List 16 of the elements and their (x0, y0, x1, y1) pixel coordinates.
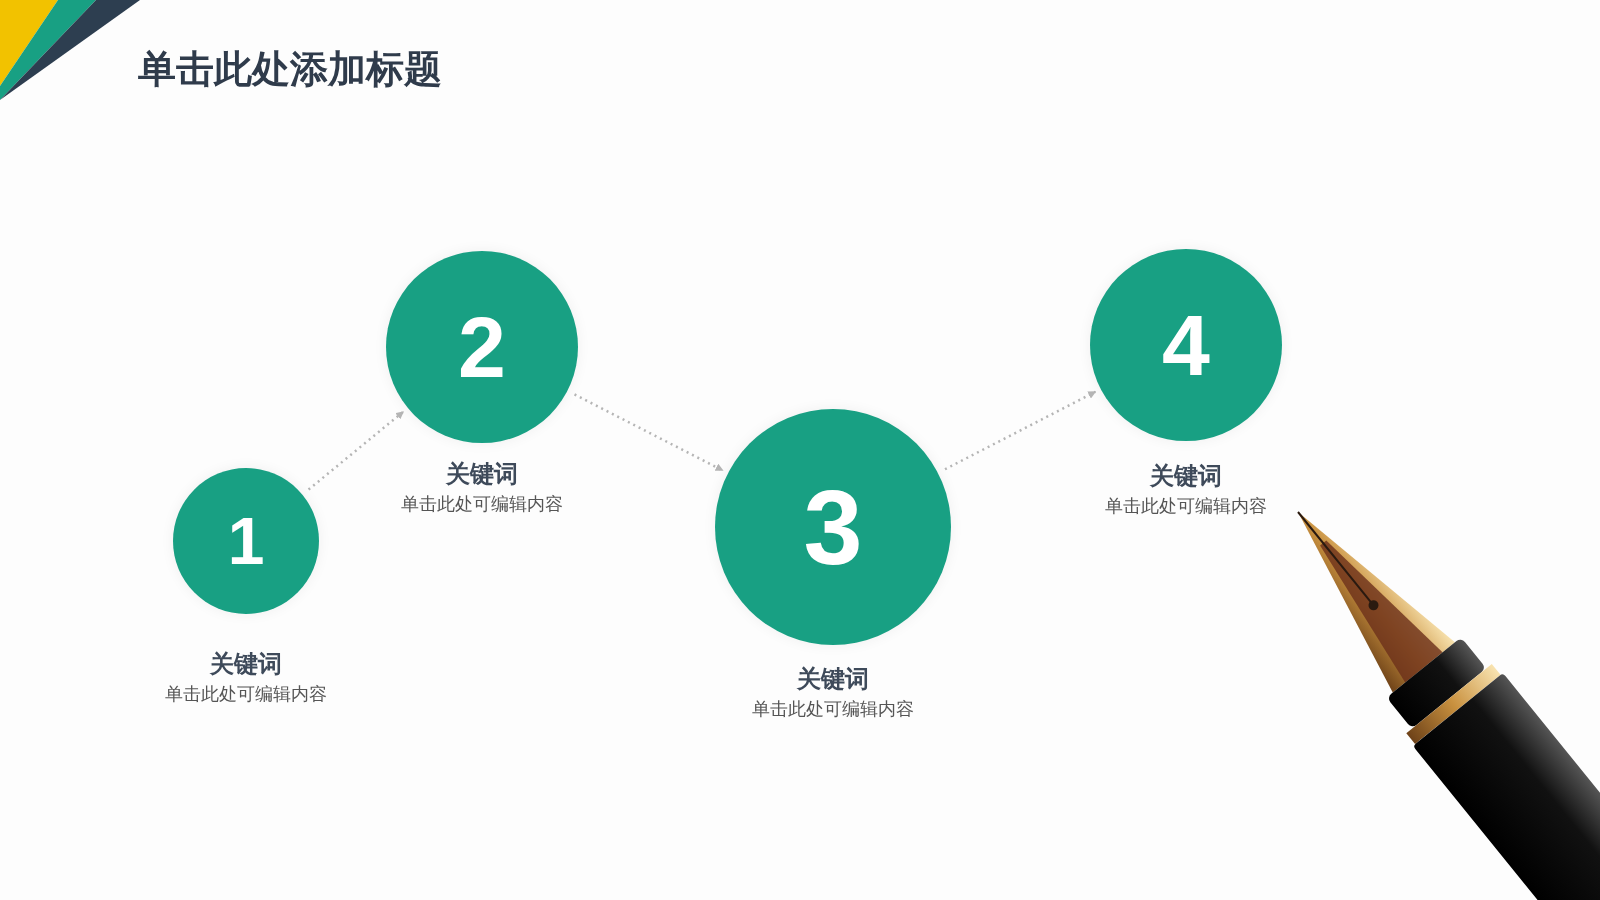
step-circle: 3 (715, 409, 951, 645)
step-circle: 1 (173, 468, 319, 614)
description-text: 单击此处可编辑内容 (164, 682, 328, 706)
description-text: 单击此处可编辑内容 (751, 697, 915, 721)
keyword-heading: 关键词 (445, 459, 519, 490)
keyword-heading: 关键词 (209, 649, 283, 680)
keyword-heading: 关键词 (796, 664, 870, 695)
arrow (573, 393, 724, 472)
description-text: 单击此处可编辑内容 (400, 492, 564, 516)
step-circle: 2 (386, 251, 578, 443)
description-text: 单击此处可编辑内容 (1104, 494, 1268, 518)
arrow (944, 390, 1097, 471)
slide-title: 单击此处添加标题 (138, 46, 442, 93)
arrow (307, 410, 404, 491)
step-circle: 4 (1090, 249, 1282, 441)
keyword-heading: 关键词 (1149, 461, 1223, 492)
